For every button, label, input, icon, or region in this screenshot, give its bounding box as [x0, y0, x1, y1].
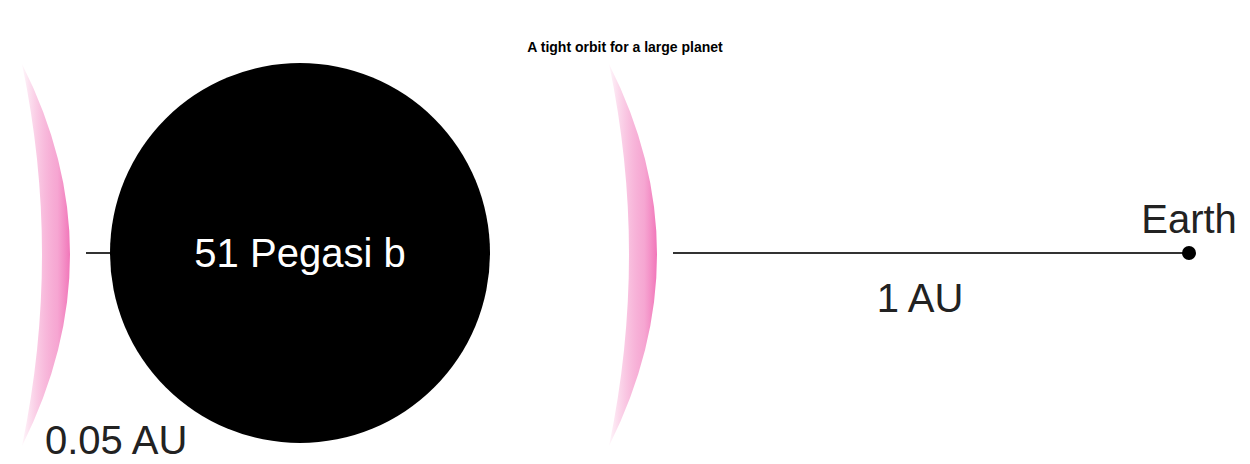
diagram-title: A tight orbit for a large planet: [0, 40, 1250, 54]
planet-name: Earth: [1141, 197, 1237, 242]
orbit-distance-line: [673, 252, 1188, 254]
planet-circle: 51 Pegasi b: [110, 63, 490, 443]
distance-label: 1 AU: [877, 278, 964, 318]
earth-dot: [1182, 246, 1196, 260]
planet-name: 51 Pegasi b: [194, 231, 405, 276]
earth-node: Earth: [1182, 246, 1196, 260]
star-edge: [22, 64, 70, 446]
distance-label: 0.05 AU: [45, 420, 187, 460]
star-edge: [609, 64, 657, 446]
